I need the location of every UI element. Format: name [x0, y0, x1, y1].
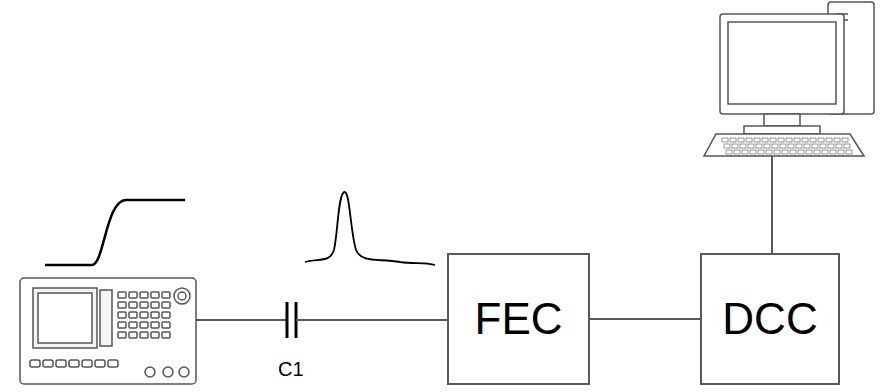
computer-icon: [704, 2, 874, 156]
box-label: DCC: [722, 294, 817, 344]
wire: [296, 319, 448, 321]
function-generator: [20, 278, 196, 384]
process-box: FEC: [447, 253, 590, 385]
step-waveform: [45, 200, 185, 265]
capacitor-plate: [286, 302, 289, 338]
component-label: C1: [276, 358, 306, 381]
pulse-waveform: [305, 192, 435, 265]
process-box: DCC: [700, 253, 840, 385]
wire: [771, 154, 773, 254]
connector: [590, 318, 700, 320]
wire: [196, 319, 286, 321]
box-label: FEC: [475, 294, 563, 344]
